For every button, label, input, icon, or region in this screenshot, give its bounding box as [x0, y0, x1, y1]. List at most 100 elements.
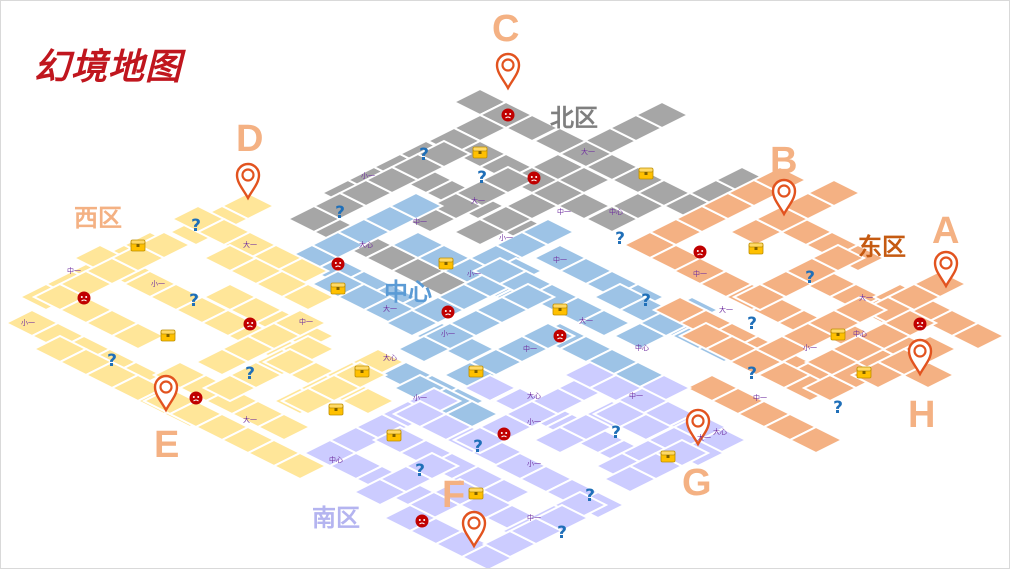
- map-tile[interactable]: [339, 386, 397, 416]
- treasure-chest-icon[interactable]: [130, 239, 146, 252]
- angry-face-icon[interactable]: [497, 427, 511, 441]
- map-tile[interactable]: [387, 191, 445, 221]
- map-pin-icon[interactable]: [235, 162, 261, 201]
- marker-label-e: E: [154, 424, 180, 466]
- question-icon[interactable]: ?: [335, 203, 345, 223]
- treasure-chest-icon[interactable]: [830, 328, 846, 341]
- map-tile[interactable]: [499, 282, 557, 312]
- question-icon[interactable]: ?: [477, 168, 487, 188]
- tile-tag: 大一: [579, 316, 593, 325]
- treasure-chest-icon[interactable]: [660, 450, 676, 463]
- marker-label-a: A: [932, 210, 960, 252]
- question-icon[interactable]: ?: [805, 268, 815, 288]
- map-tile[interactable]: [805, 178, 863, 208]
- region-label-east: 东区: [858, 233, 906, 261]
- angry-face-icon[interactable]: [693, 245, 707, 259]
- treasure-chest-icon[interactable]: [468, 365, 484, 378]
- map-tile[interactable]: [109, 321, 167, 351]
- map-tile[interactable]: [803, 347, 861, 377]
- map-pin-icon[interactable]: [907, 338, 933, 377]
- map-tile[interactable]: [809, 243, 867, 273]
- treasure-chest-icon[interactable]: [328, 403, 344, 416]
- map-tile[interactable]: [575, 308, 633, 338]
- marker-label-c: C: [492, 8, 520, 50]
- map-tile[interactable]: [193, 347, 251, 377]
- question-icon[interactable]: ?: [419, 145, 429, 165]
- question-icon[interactable]: ?: [615, 229, 625, 249]
- map-tile[interactable]: [787, 425, 845, 455]
- question-icon[interactable]: ?: [611, 423, 621, 443]
- question-icon[interactable]: ?: [415, 461, 425, 481]
- map-tile[interactable]: [415, 139, 473, 169]
- tile-tag: 小一: [413, 393, 427, 402]
- map-tile[interactable]: [533, 503, 591, 533]
- map-pin-icon[interactable]: [461, 510, 487, 549]
- question-icon[interactable]: ?: [747, 314, 757, 334]
- angry-face-icon[interactable]: [441, 305, 455, 319]
- tile-tag: 中一: [753, 393, 767, 402]
- angry-face-icon[interactable]: [913, 317, 927, 331]
- angry-face-icon[interactable]: [553, 329, 567, 343]
- map-tile[interactable]: [271, 451, 329, 481]
- map-tile[interactable]: [479, 165, 537, 195]
- treasure-chest-icon[interactable]: [330, 282, 346, 295]
- treasure-chest-icon[interactable]: [160, 329, 176, 342]
- question-icon[interactable]: ?: [245, 364, 255, 384]
- question-icon[interactable]: ?: [191, 216, 201, 236]
- map-tile[interactable]: [555, 165, 613, 195]
- tile-tag: 小一: [803, 343, 817, 352]
- angry-face-icon[interactable]: [331, 257, 345, 271]
- question-icon[interactable]: ?: [585, 486, 595, 506]
- marker-label-b: B: [770, 140, 798, 182]
- treasure-chest-icon[interactable]: [354, 365, 370, 378]
- treasure-chest-icon[interactable]: [638, 167, 654, 180]
- region-label-center: 中心: [384, 278, 432, 306]
- map-tile[interactable]: [519, 321, 577, 351]
- tile-tag: 小一: [441, 329, 455, 338]
- map-pin-icon[interactable]: [495, 52, 521, 91]
- tile-tag: 中一: [553, 255, 567, 264]
- angry-face-icon[interactable]: [501, 108, 515, 122]
- tile-tag: 中一: [413, 217, 427, 226]
- map-tile[interactable]: [519, 217, 577, 247]
- treasure-chest-icon[interactable]: [472, 146, 488, 159]
- question-icon[interactable]: ?: [557, 523, 567, 543]
- angry-face-icon[interactable]: [189, 391, 203, 405]
- angry-face-icon[interactable]: [243, 317, 257, 331]
- map-tile[interactable]: [633, 100, 691, 130]
- map-tile[interactable]: [255, 412, 313, 442]
- treasure-chest-icon[interactable]: [552, 303, 568, 316]
- question-icon[interactable]: ?: [747, 364, 757, 384]
- treasure-chest-icon[interactable]: [468, 487, 484, 500]
- map-pin-icon[interactable]: [933, 250, 959, 289]
- question-icon[interactable]: ?: [473, 437, 483, 457]
- tile-tag: 小一: [21, 318, 35, 327]
- treasure-chest-icon[interactable]: [748, 242, 764, 255]
- question-icon[interactable]: ?: [641, 291, 651, 311]
- question-icon[interactable]: ?: [107, 351, 117, 371]
- map-pin-icon[interactable]: [685, 408, 711, 447]
- map-tile[interactable]: [135, 230, 193, 260]
- question-icon[interactable]: ?: [189, 291, 199, 311]
- tile-tag: 小一: [527, 459, 541, 468]
- treasure-chest-icon[interactable]: [856, 366, 872, 379]
- tile-tag: 小一: [151, 279, 165, 288]
- map-tile[interactable]: [949, 321, 1007, 351]
- tile-tag: 大心: [527, 391, 541, 400]
- map-tile[interactable]: [279, 386, 337, 416]
- tile-tag: 小一: [499, 233, 513, 242]
- map-tile[interactable]: [831, 295, 889, 325]
- marker-label-f: F: [442, 474, 466, 516]
- map-tile[interactable]: [279, 282, 337, 312]
- map-pin-icon[interactable]: [153, 374, 179, 413]
- treasure-chest-icon[interactable]: [386, 429, 402, 442]
- question-icon[interactable]: ?: [833, 398, 843, 418]
- map-tile[interactable]: [403, 451, 461, 481]
- map-pin-icon[interactable]: [771, 178, 797, 217]
- angry-face-icon[interactable]: [527, 171, 541, 185]
- tile-tag: 小一: [527, 417, 541, 426]
- treasure-chest-icon[interactable]: [438, 257, 454, 270]
- angry-face-icon[interactable]: [77, 291, 91, 305]
- tile-tag: 大一: [471, 196, 485, 205]
- angry-face-icon[interactable]: [415, 514, 429, 528]
